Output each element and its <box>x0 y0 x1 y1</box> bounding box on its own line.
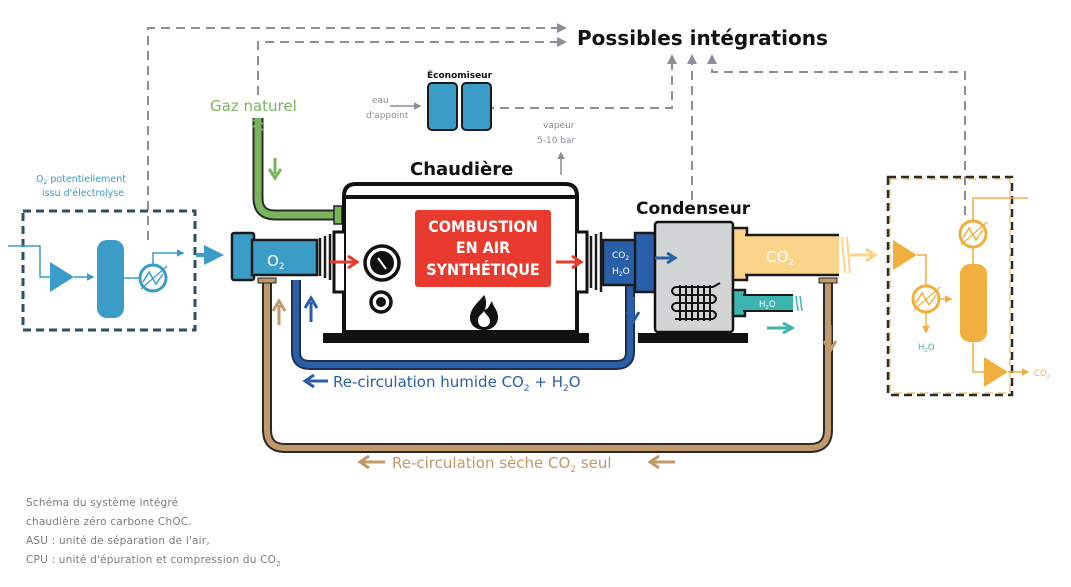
economizer-block-right <box>461 82 492 131</box>
o2-inlet-label: O2 <box>267 252 285 272</box>
boiler-label: Chaudière <box>410 159 513 180</box>
asu-process <box>8 240 185 318</box>
co2-to-cpu-arrow-icon <box>850 247 878 263</box>
cpu-to-integrations-line <box>707 54 966 215</box>
wet-recirc-arrow-icon <box>302 373 328 389</box>
o2-inlet-duct <box>230 231 332 282</box>
combustion-banner-line1: COMBUSTION <box>428 217 538 236</box>
h2o-outlet-label: H2O <box>759 300 776 311</box>
cpu-column-icon <box>960 264 987 342</box>
cpu-compressor-2-icon <box>984 357 1008 387</box>
gas-flow-arrow-icon <box>267 158 283 181</box>
asu-label-line1: O2 potentiellement <box>36 174 126 186</box>
natural-gas-label: Gaz naturel <box>210 97 297 115</box>
steam-label-1: vapeur <box>543 121 575 131</box>
cpu-h2o-label: H2O <box>918 343 935 354</box>
co2-outlet-label: CO2 <box>766 248 794 268</box>
separation-column-icon <box>97 240 124 318</box>
flue-co2-label: CO2 <box>612 251 629 262</box>
condenser-base <box>638 333 748 343</box>
wet-recirc-up-arrow-icon <box>303 295 319 322</box>
combustion-banner-line3: SYNTHÉTIQUE <box>426 260 539 279</box>
steam-label-2: 5-10 bar <box>537 136 576 146</box>
integration-dashed-lines <box>147 23 966 240</box>
inlet-flow-arrow-icon <box>330 254 360 270</box>
caption-line-3: ASU : unité de séparation de l'air, <box>26 535 210 547</box>
makeup-water-label-1: eau <box>372 96 389 106</box>
pressure-gauge-icon <box>363 244 401 282</box>
asu-label-line2: issu d'électrolyse <box>42 188 124 199</box>
condenser-flow-arrow-icon <box>655 251 678 265</box>
caption-line-2: chaudière zéro carbone ChOC. <box>26 516 192 528</box>
wet-recirculation-loop <box>291 280 635 370</box>
economizer-block-left <box>427 82 458 131</box>
dry-recirc-arrow-right-icon <box>647 454 675 470</box>
wet-recirculation-label: Re-circulation humide CO2 + H2O <box>333 373 581 394</box>
gas-to-integrations-line <box>257 37 567 95</box>
h2o-out-arrow-icon <box>767 321 796 335</box>
dry-recirculation-label: Re-circulation sèche CO2 seul <box>392 454 612 475</box>
figure-caption: Schéma du système intégré chaudière zéro… <box>26 494 281 574</box>
burner-port-icon <box>369 290 393 314</box>
dry-recirculation-loop <box>257 277 838 453</box>
natural-gas-pipe <box>252 118 343 225</box>
condenser-label: Condenseur <box>636 199 751 219</box>
cpu-co2-label: CO2 <box>1034 369 1050 380</box>
economizer-label: Économiseur <box>427 69 493 81</box>
makeup-water-label-2: d'appoint <box>366 111 409 121</box>
possible-integrations-title: Possibles intégrations <box>577 26 828 50</box>
cpu-compressor-1-icon <box>893 240 917 270</box>
h2o-outlet-duct <box>731 288 803 318</box>
caption-line-4: CPU : unité d'épuration et compression d… <box>26 554 281 569</box>
dry-recirc-up-arrow-icon <box>271 298 287 325</box>
flue-h2o-label: H2O <box>612 267 630 278</box>
caption-line-1: Schéma du système intégré <box>26 497 179 509</box>
condenser-body <box>653 220 735 334</box>
dry-recirc-arrow-left-icon <box>357 454 385 470</box>
flue-gas-duct <box>589 231 657 294</box>
economizer-to-integrations-line <box>470 54 677 109</box>
compressor-icon <box>50 262 74 292</box>
co2-outlet-duct <box>731 226 851 282</box>
flame-icon <box>470 295 498 330</box>
dry-recirc-down-arrow-icon <box>822 325 838 354</box>
asu-unit-box <box>21 209 197 332</box>
asu-to-integrations-line <box>147 23 567 240</box>
cpu-unit-box <box>886 175 1014 397</box>
wet-recirc-down-arrow-icon <box>625 297 641 325</box>
combustion-banner-line2: EN AIR <box>456 238 510 257</box>
cooling-coil-icon <box>671 282 721 321</box>
outlet-flow-arrow-icon <box>556 254 584 270</box>
cpu-process <box>893 197 1030 387</box>
combustion-banner <box>415 210 551 287</box>
